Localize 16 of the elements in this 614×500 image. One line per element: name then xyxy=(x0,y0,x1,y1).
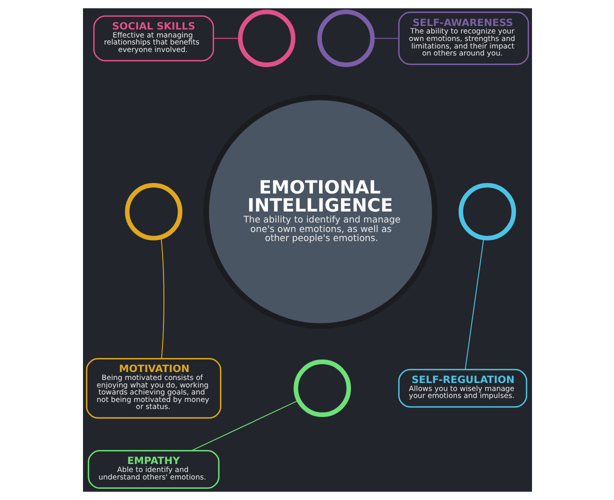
node-box: SOCIAL SKILLS Effective at managing relationships that benefits everyone involved. xyxy=(92,15,214,62)
node-circle xyxy=(316,10,374,68)
connector xyxy=(212,38,240,39)
node-circle xyxy=(237,10,295,68)
node-box: EMPATHY Able to identify and understand others' emotions. xyxy=(87,450,220,489)
node-box: SELF-AWARENESS The ability to recognize your own emotions, strengths and limitations, and their impact on others around you. xyxy=(398,12,529,66)
node-box: SELF-REGULATION Allows you to wisely manage your emotions and impulses. xyxy=(398,368,527,408)
connector xyxy=(372,38,399,39)
node-circle: EMOTIONAL INTELLIGENCE The ability to identify and manage one's own emotions, as well as other people's emotions. xyxy=(203,94,437,329)
node-circle xyxy=(124,183,182,240)
node-circle xyxy=(458,183,516,240)
node-circle xyxy=(293,360,351,417)
connector xyxy=(190,400,298,452)
connector xyxy=(160,236,164,359)
connector xyxy=(464,238,484,370)
node-box: MOTIVATION Being motivated consists of enjoying what you do, working towards achieving goals, and not being motivated by money or status. xyxy=(85,358,221,419)
